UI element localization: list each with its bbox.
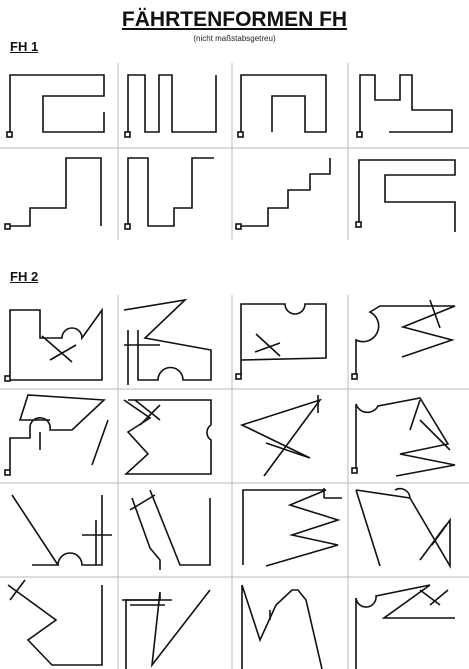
track-fh1-1	[6, 74, 105, 138]
track-fh2-8	[351, 397, 456, 477]
track-fh1-5	[4, 157, 102, 230]
grid-lines	[0, 63, 469, 669]
track-fh1-3	[237, 74, 327, 138]
track-fh2-10	[129, 489, 211, 570]
track-fh2-1	[4, 307, 103, 382]
track-fh1-2	[124, 74, 217, 138]
track-fh2-16	[355, 584, 455, 669]
section-label-fh1: FH 1	[10, 39, 39, 54]
track-fh2-7	[239, 395, 323, 477]
track-fh2-2	[123, 298, 212, 385]
page-title: FÄHRTENFORMEN FH	[121, 8, 348, 31]
section-label-fh2: FH 2	[10, 269, 39, 284]
track-fh2-15	[241, 584, 323, 669]
page-subtitle: (nicht maßstabsgetreu)	[193, 34, 276, 43]
track-fh1-4	[356, 74, 453, 138]
track-fh2-11	[242, 488, 342, 567]
track-fh2-6	[123, 399, 212, 475]
track-fh1-8	[355, 159, 456, 232]
track-fh2-13	[7, 579, 103, 666]
track-fh2-3	[235, 303, 327, 380]
track-fh2-5	[4, 394, 109, 476]
track-fh2-12	[355, 487, 451, 569]
track-fh1-6	[124, 157, 214, 230]
track-fh2-14	[122, 589, 211, 669]
track-fh2-9	[11, 494, 112, 566]
track-fh2-4	[351, 299, 456, 380]
track-fh1-7	[235, 158, 331, 230]
